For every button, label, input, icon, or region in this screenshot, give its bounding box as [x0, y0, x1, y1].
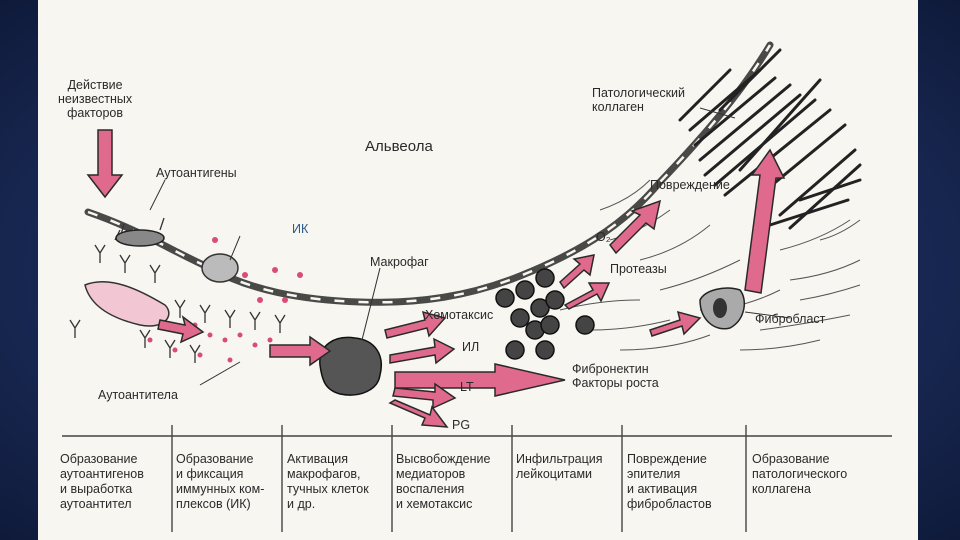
- label-il: ИЛ: [462, 340, 479, 354]
- stage-6: Повреждение эпителия и активация фибробл…: [627, 452, 712, 512]
- stage-7: Образование патологического коллагена: [752, 452, 847, 497]
- label-autoantibodies: Аутоантитела: [98, 388, 178, 402]
- stage-5: Инфильтрация лейкоцитами: [516, 452, 603, 482]
- label-ik: ИК: [292, 222, 308, 236]
- label-o2: O₂: [596, 230, 611, 244]
- macrophage-cell: [320, 337, 381, 395]
- capillary: [85, 282, 169, 326]
- stage-1: Образование аутоантигенов и выработка ау…: [60, 452, 144, 512]
- label-chemotaxis: Хемотаксис: [425, 308, 493, 322]
- ik-cell: [202, 254, 238, 282]
- label-pg: PG: [452, 418, 470, 432]
- label-autoantigens: Аутоантигены: [156, 166, 237, 180]
- label-fibronectin: Фибронектин Факторы роста: [572, 362, 659, 390]
- stage-3: Активация макрофагов, тучных клеток и др…: [287, 452, 369, 512]
- label-proteases: Протеазы: [610, 262, 667, 276]
- label-unknown-factors: Действие неизвестных факторов: [58, 78, 132, 120]
- label-alveola: Альвеола: [365, 140, 433, 154]
- stage-4: Высвобождение медиаторов воспаления и хе…: [396, 452, 490, 512]
- epithelial-cell: [116, 230, 164, 246]
- label-lt: LT: [460, 380, 474, 394]
- label-pathological-collagen: Патологический коллаген: [592, 86, 685, 114]
- label-macrophage: Макрофаг: [370, 255, 429, 269]
- label-fibroblast: Фибробласт: [755, 312, 825, 326]
- label-damage: Повреждение: [650, 178, 730, 192]
- stage-2: Образование и фиксация иммунных ком- пле…: [176, 452, 264, 512]
